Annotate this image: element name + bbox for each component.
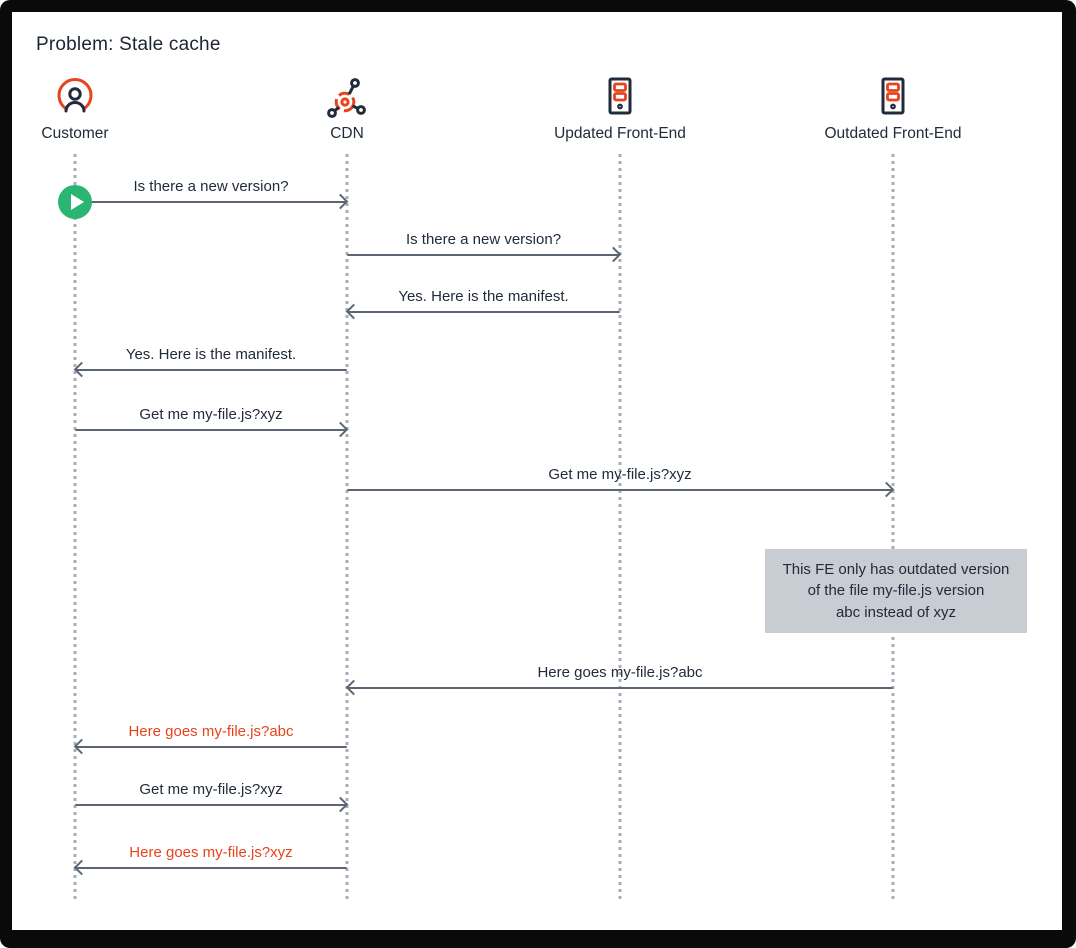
actor-updated-front-end: Updated Front-End [510, 76, 730, 143]
diagram-canvas: Problem: Stale cache Customer CDN [12, 12, 1062, 930]
note-line: abc instead of xyz [835, 603, 957, 621]
page-title: Problem: Stale cache [36, 34, 221, 55]
message-label: Get me my-file.js?xyz [139, 781, 283, 798]
arrow-line [347, 489, 893, 491]
arrow-line [75, 746, 347, 748]
message-label: Yes. Here is the manifest. [125, 346, 297, 363]
play-icon [70, 194, 84, 210]
actor-label: CDN [330, 125, 364, 142]
arrow-line [347, 311, 620, 313]
play-button[interactable] [58, 185, 92, 219]
server-icon [881, 77, 905, 115]
lifeline-customer [73, 154, 77, 900]
actor-label: Customer [41, 125, 109, 142]
lifeline-outdated-front-end [891, 154, 895, 900]
message-label: Here goes my-file.js?xyz [129, 844, 293, 861]
arrow-line [347, 254, 620, 256]
arrow-line [75, 201, 347, 203]
lifeline-updated-front-end [618, 154, 622, 900]
message-label: Is there a new version? [405, 231, 562, 248]
message-label: Get me my-file.js?xyz [548, 466, 692, 483]
note-line: of the file my-file.js version [807, 582, 985, 600]
message-label: Here goes my-file.js?abc [128, 723, 294, 740]
actor-outdated-front-end: Outdated Front-End [783, 76, 1003, 143]
arrow-line [75, 867, 347, 869]
arrow-line [347, 687, 893, 689]
lifeline-cdn [345, 154, 349, 900]
actor-cdn: CDN [237, 76, 457, 143]
message-label: Here goes my-file.js?abc [537, 664, 703, 681]
actor-label: Updated Front-End [554, 125, 686, 142]
message-label: Get me my-file.js?xyz [139, 406, 283, 423]
arrow-line [75, 369, 347, 371]
customer-icon [57, 77, 93, 113]
cdn-icon [327, 78, 366, 118]
note-line: This FE only has outdated version [782, 561, 1010, 578]
actor-customer: Customer [12, 76, 185, 143]
server-icon [608, 77, 632, 115]
message-label: Is there a new version? [133, 178, 289, 195]
note-box: This FE only has outdated version of the… [765, 549, 1027, 633]
message-label: Yes. Here is the manifest. [398, 288, 569, 305]
actor-label: Outdated Front-End [824, 125, 962, 142]
arrow-line [75, 429, 347, 431]
arrow-line [75, 804, 347, 806]
